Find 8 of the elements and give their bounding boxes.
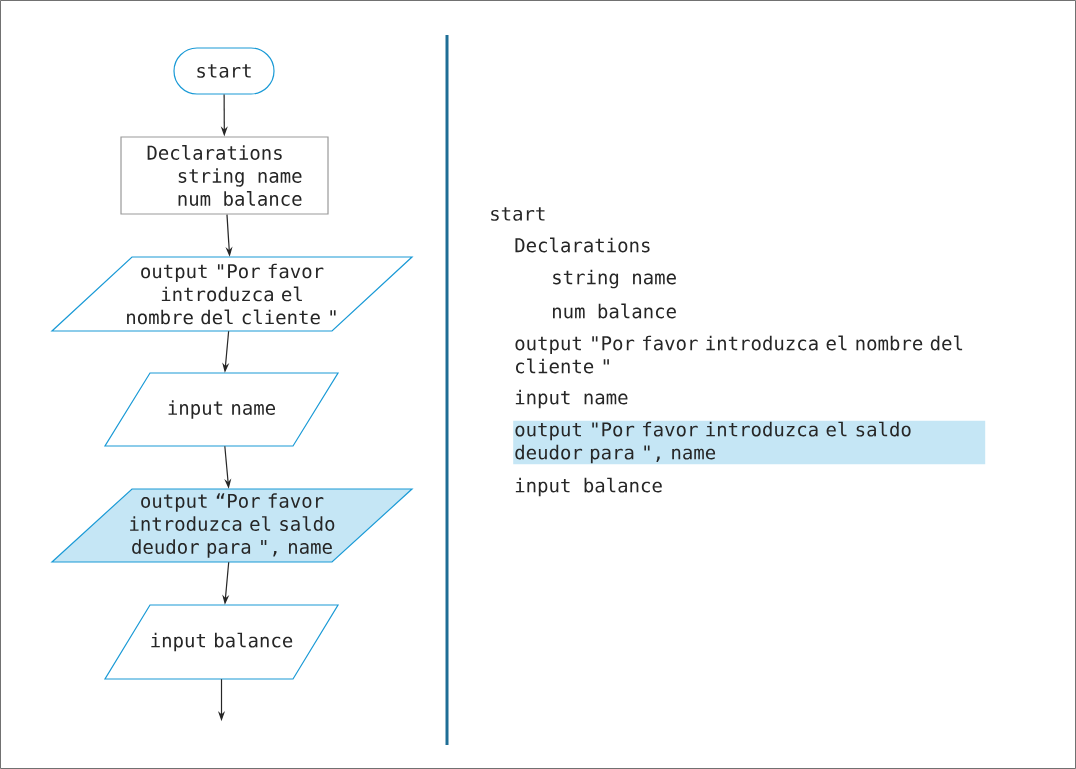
- code-line: input balance: [515, 477, 662, 497]
- code-line: Declarations: [515, 237, 650, 253]
- code-line: string name: [553, 269, 676, 289]
- code-line: start: [491, 207, 545, 221]
- code-line: output "Por favor introduzca el nombre del cliente ": [515, 335, 963, 374]
- code-line: num balance: [553, 303, 676, 319]
- code-line: input name: [515, 389, 628, 409]
- declarations-box: Declarations string name num balance: [120, 136, 329, 215]
